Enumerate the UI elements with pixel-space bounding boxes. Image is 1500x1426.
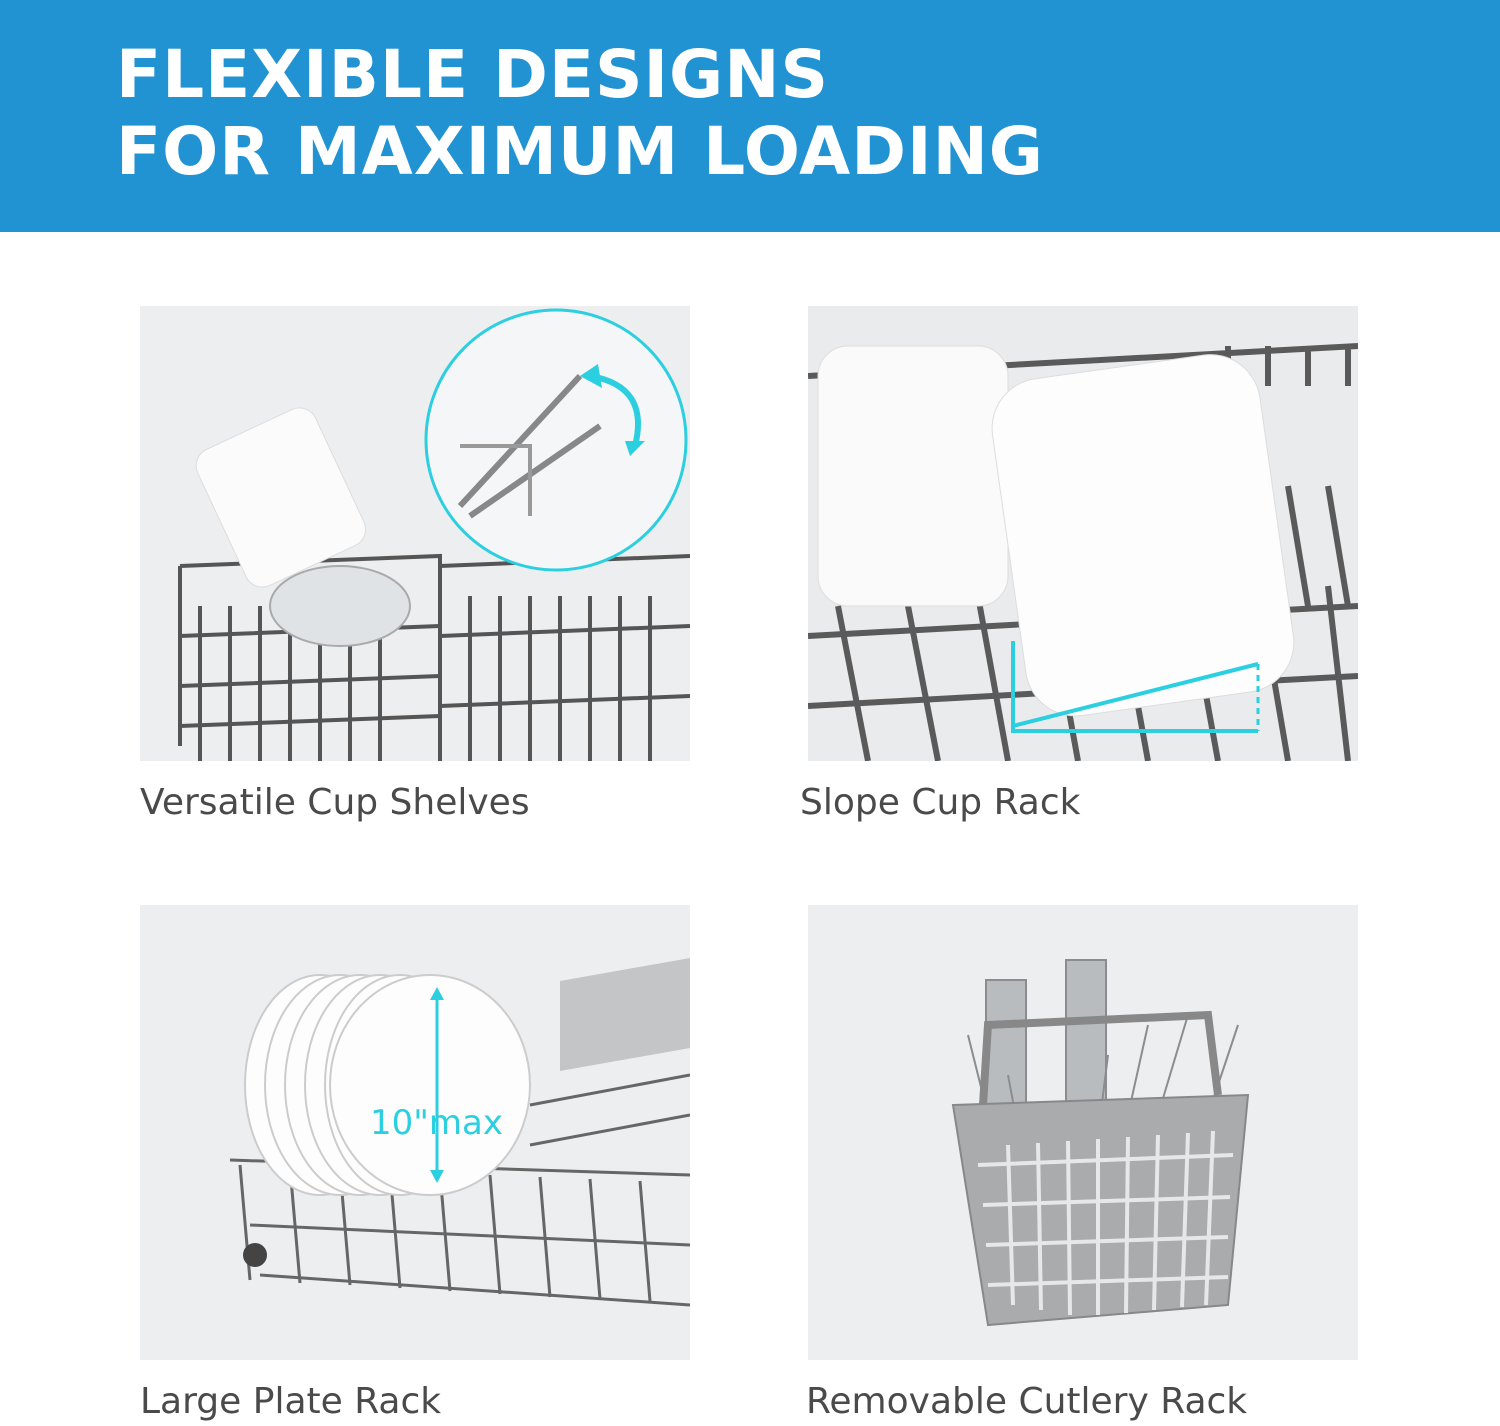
plate-height-label: 10"max	[370, 1103, 503, 1143]
caption-cutlery-rack: Removable Cutlery Rack	[806, 1381, 1248, 1422]
cutlery-rack-image	[808, 905, 1358, 1360]
header-banner: FLEXIBLE DESIGNS FOR MAXIMUM LOADING	[0, 0, 1500, 232]
slope-cup-rack-image	[808, 306, 1358, 761]
caption-cup-shelves: Versatile Cup Shelves	[140, 782, 530, 823]
title-line-1: FLEXIBLE DESIGNS	[116, 36, 829, 113]
cup-shelves-image	[140, 306, 690, 761]
caption-slope-cup-rack: Slope Cup Rack	[800, 782, 1081, 823]
title-line-2: FOR MAXIMUM LOADING	[116, 113, 1044, 190]
caption-plate-rack: Large Plate Rack	[140, 1381, 442, 1422]
plate-rack-image: 10"max	[140, 905, 690, 1360]
